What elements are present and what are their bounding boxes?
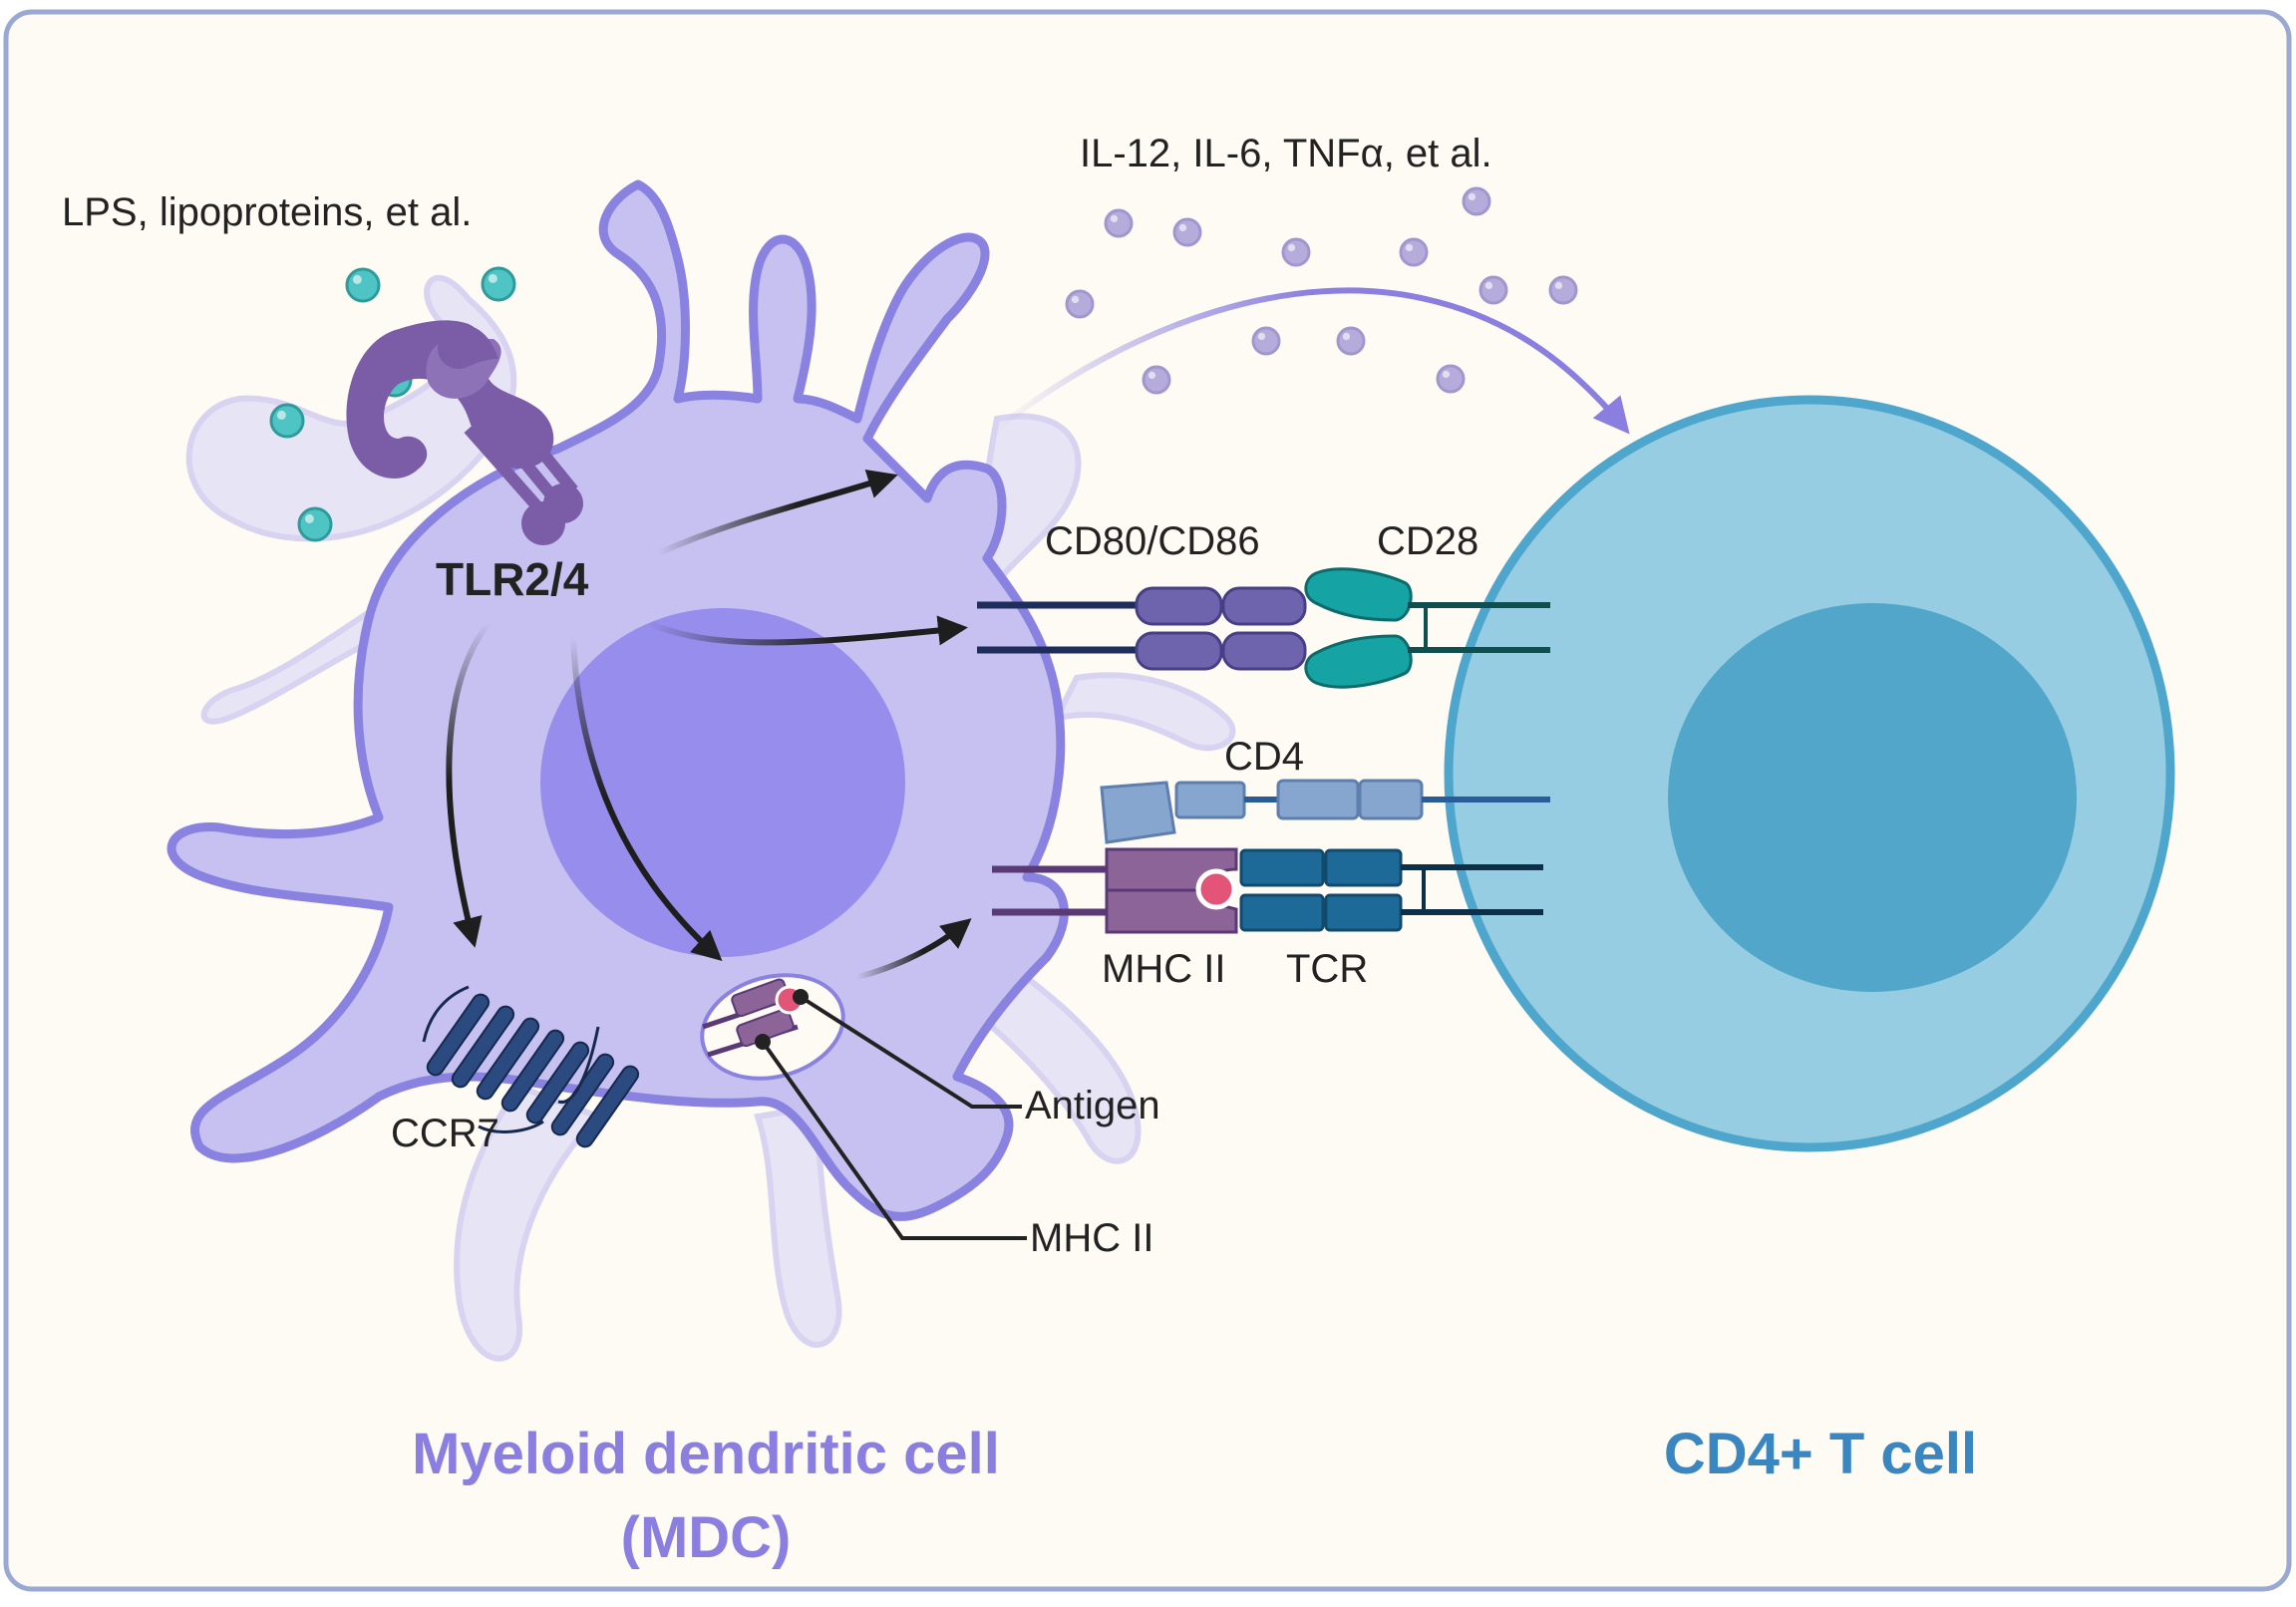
ligand-particle: [345, 267, 381, 303]
cytokine-particle: [1478, 275, 1508, 305]
label-tcr: TCR: [1286, 947, 1368, 991]
cd80-domain: [1135, 631, 1223, 671]
cytokine-particle: [1462, 186, 1491, 216]
cytokine-particle: [1436, 364, 1466, 394]
arrow-to-antigen-processing: [570, 637, 723, 962]
label-cytokines: IL-12, IL-6, TNFα, et al.: [1080, 132, 1492, 175]
mdc-nucleus: [540, 608, 905, 957]
cd80-cd86-cd28-complex: [977, 567, 1550, 689]
cytokine-particle-highlight: [1178, 223, 1187, 232]
cytokine-particle: [1065, 289, 1095, 319]
ligand-particle-highlight: [352, 274, 362, 284]
ccr7-receptor-icon: [422, 985, 640, 1148]
arrow-to-ccr7: [446, 621, 492, 948]
label-ccr7: CCR7: [391, 1112, 499, 1155]
ccr7-helix: [575, 1065, 640, 1148]
tlr-receptor-icon: [346, 320, 583, 545]
cytokine-particle-highlight: [1071, 295, 1080, 304]
title-t-cell: CD4+ T cell: [1664, 1422, 1977, 1486]
ligand-particle-highlight: [276, 410, 286, 420]
label-mhc-ii-vesicle: MHC II: [1030, 1216, 1153, 1260]
cytokine-particle-highlight: [1342, 332, 1351, 341]
mhc-ii-tcr-complex: [992, 847, 1543, 934]
cytokine-particle-highlight: [1442, 370, 1451, 379]
cytokine-particles: [1065, 186, 1578, 395]
ligand-particle-highlight: [304, 513, 314, 523]
cytokine-particle: [1281, 237, 1311, 267]
t-cell-nucleus: [1668, 603, 2077, 992]
cytokine-particle: [1548, 275, 1578, 305]
cytokine-particle-highlight: [1257, 332, 1266, 341]
cytokine-particle: [1399, 237, 1429, 267]
cytokine-particle: [1251, 326, 1281, 356]
leader-lines: [755, 989, 1027, 1240]
ccr7-helix: [525, 1041, 590, 1125]
label-mhc-ii-surface: MHC II: [1102, 947, 1225, 991]
cytokine-particle: [1172, 217, 1202, 247]
arrow-to-mhc-surface: [856, 918, 972, 980]
ligand-particle: [481, 266, 516, 302]
cytokine-particle-highlight: [1148, 371, 1156, 380]
title-mdc-line2: (MDC): [621, 1505, 792, 1570]
ccr7-loops: [422, 985, 600, 1133]
title-mdc-line1: Myeloid dendritic cell: [412, 1422, 1000, 1486]
label-cd28: CD28: [1377, 519, 1478, 563]
cytokine-particle-highlight: [1405, 243, 1414, 252]
cd80-domain: [1135, 586, 1223, 626]
ligand-particle-highlight: [488, 273, 497, 283]
label-antigen: Antigen: [1025, 1084, 1160, 1127]
cytokine-particle: [1104, 208, 1134, 238]
label-cd80-cd86: CD80/CD86: [1045, 519, 1260, 563]
cytokine-particle-highlight: [1468, 192, 1476, 201]
ligand-particle: [269, 403, 305, 439]
t-cell: [1444, 395, 2175, 1152]
label-cd4: CD4: [1224, 735, 1304, 779]
cytokine-particle-highlight: [1484, 281, 1493, 290]
cd28-domain: [1304, 634, 1413, 689]
arrow-to-cd80-cd86: [646, 615, 968, 646]
cd28-domain: [1304, 567, 1413, 622]
ligand-particle: [297, 506, 333, 542]
cd86-domain: [1221, 586, 1307, 626]
ccr7-helix: [476, 1017, 540, 1101]
cytokine-particle: [1336, 326, 1366, 356]
presented-antigen: [1195, 868, 1237, 910]
cytokine-particle-highlight: [1110, 214, 1119, 223]
label-tlr: TLR2/4: [436, 553, 589, 605]
ccr7-helix: [451, 1005, 515, 1089]
arrow-cytokine-to-t-cell: [995, 287, 1630, 435]
signal-arrows: [446, 469, 972, 980]
cytokine-particle: [1142, 365, 1171, 395]
label-ligands: LPS, lipoproteins, et al.: [62, 190, 472, 234]
cytokine-particle-highlight: [1287, 243, 1296, 252]
cytokine-particle-highlight: [1554, 281, 1563, 290]
cd86-domain: [1221, 631, 1307, 671]
arrow-to-cytokine-release: [656, 469, 898, 556]
ccr7-helix: [426, 993, 491, 1077]
ccr7-helix: [500, 1029, 565, 1113]
cd4-coreceptor: [1100, 779, 1550, 844]
